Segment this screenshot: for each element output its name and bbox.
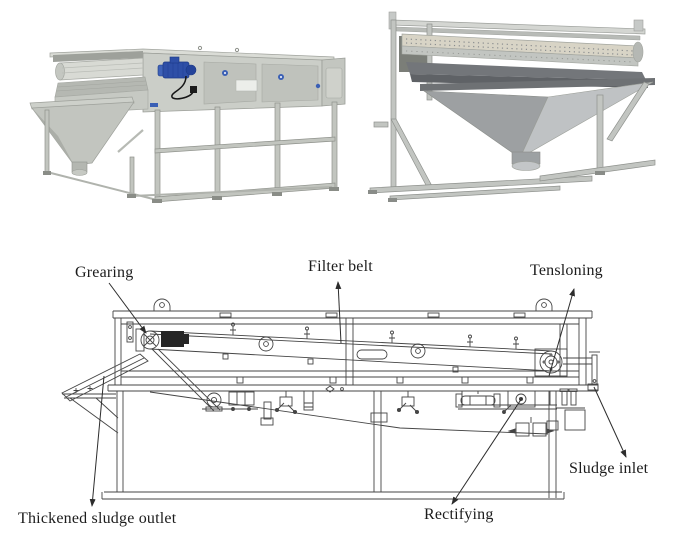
motor-cable [171,75,194,100]
right-machine [368,11,656,202]
filter-belt-assembly [135,322,592,412]
label-sludge-inlet: Sludge inlet [569,460,649,477]
frame-feet [43,171,339,203]
label-gearing: Grearing [75,264,134,281]
hopper-rim [420,78,655,91]
under-deck-components [149,351,600,437]
machine-photo-right [368,11,656,202]
label-rectifying: Rectifying [424,506,494,523]
discharge-hopper [29,96,135,176]
support-frame [44,101,338,203]
spray-cylinder-icon [460,395,496,406]
outlet-chute [61,353,149,434]
label-filter-belt: Filter belt [308,258,373,275]
label-thickened-sludge-outlet: Thickened sludge outlet [18,510,177,527]
support-frame [369,81,656,201]
pyramid-hopper [422,81,654,171]
frame-feet [368,171,605,202]
eyebolt-icon [234,47,240,53]
rectifying-leader-line [451,397,523,505]
rectifying-device-icon [507,390,536,408]
gear-motor-icon [161,331,184,347]
lifting-lug-icon [153,298,553,311]
left-machine [29,45,346,203]
label-tensioning: Tensloning [530,262,603,279]
machine-photo-left [29,45,346,203]
sludge-inlet-leader-line [593,386,627,458]
thickened-outlet-leader-line [89,375,105,507]
filter-belt-leader-line [335,281,342,344]
drive-motor [157,56,197,100]
grearing-leader-line [108,282,147,334]
inclined-plate [406,62,646,80]
tensioning-leader-line [548,288,575,377]
thickener-line-drawing [61,281,627,507]
belt-drum [401,33,644,67]
eyebolt-icon [197,45,203,51]
